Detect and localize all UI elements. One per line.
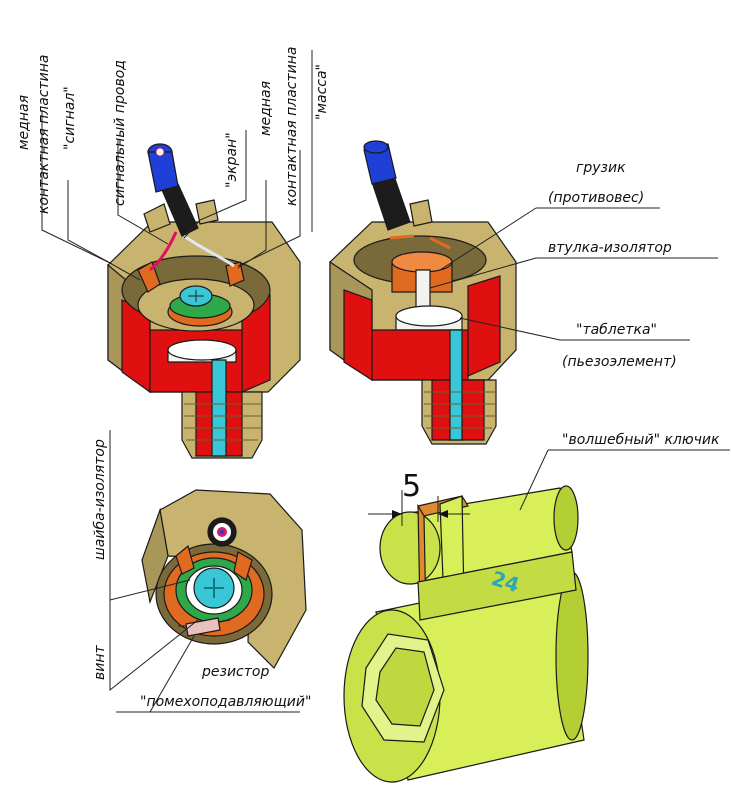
labels: медная контактная пластина "сигнал" сигн… <box>16 47 720 711</box>
label-screen: "экран" <box>224 132 240 188</box>
label-noise-suppression: "помехоподавляющий" <box>140 694 311 710</box>
magic-key-socket <box>343 485 589 783</box>
label-piezo-element: (пьезоэлемент) <box>562 354 677 370</box>
label-copper-plate-mass-line2: контактная пластина <box>284 47 300 207</box>
label-bushing-insulator: втулка-изолятор <box>548 240 672 256</box>
dimension-value: 5 <box>402 469 421 504</box>
label-screw: винт <box>92 644 108 680</box>
label-copper-plate-mass-line3: "масса" <box>314 64 330 120</box>
label-signal-wire: сигнальный провод <box>112 60 128 206</box>
label-washer-insulator: шайба-изолятор <box>92 439 108 560</box>
label-tablet: "таблетка" <box>576 322 657 338</box>
label-copper-plate-mass-line1: медная <box>258 81 274 136</box>
sensor-left-cutaway <box>107 143 301 459</box>
label-weight: грузик <box>576 160 626 176</box>
sensor-right-cutaway <box>329 140 517 445</box>
label-copper-plate-signal-line2: контактная пластина <box>36 55 52 215</box>
sensor-top-view <box>141 489 307 669</box>
label-copper-plate-signal-line1: медная <box>16 95 32 150</box>
leader-lines <box>41 50 730 713</box>
label-counterweight: (противовес) <box>548 190 644 206</box>
label-magic-key: "волшебный" ключик <box>562 432 720 448</box>
label-resistor: резистор <box>201 664 269 680</box>
label-copper-plate-signal-line3: "сигнал" <box>62 86 78 150</box>
